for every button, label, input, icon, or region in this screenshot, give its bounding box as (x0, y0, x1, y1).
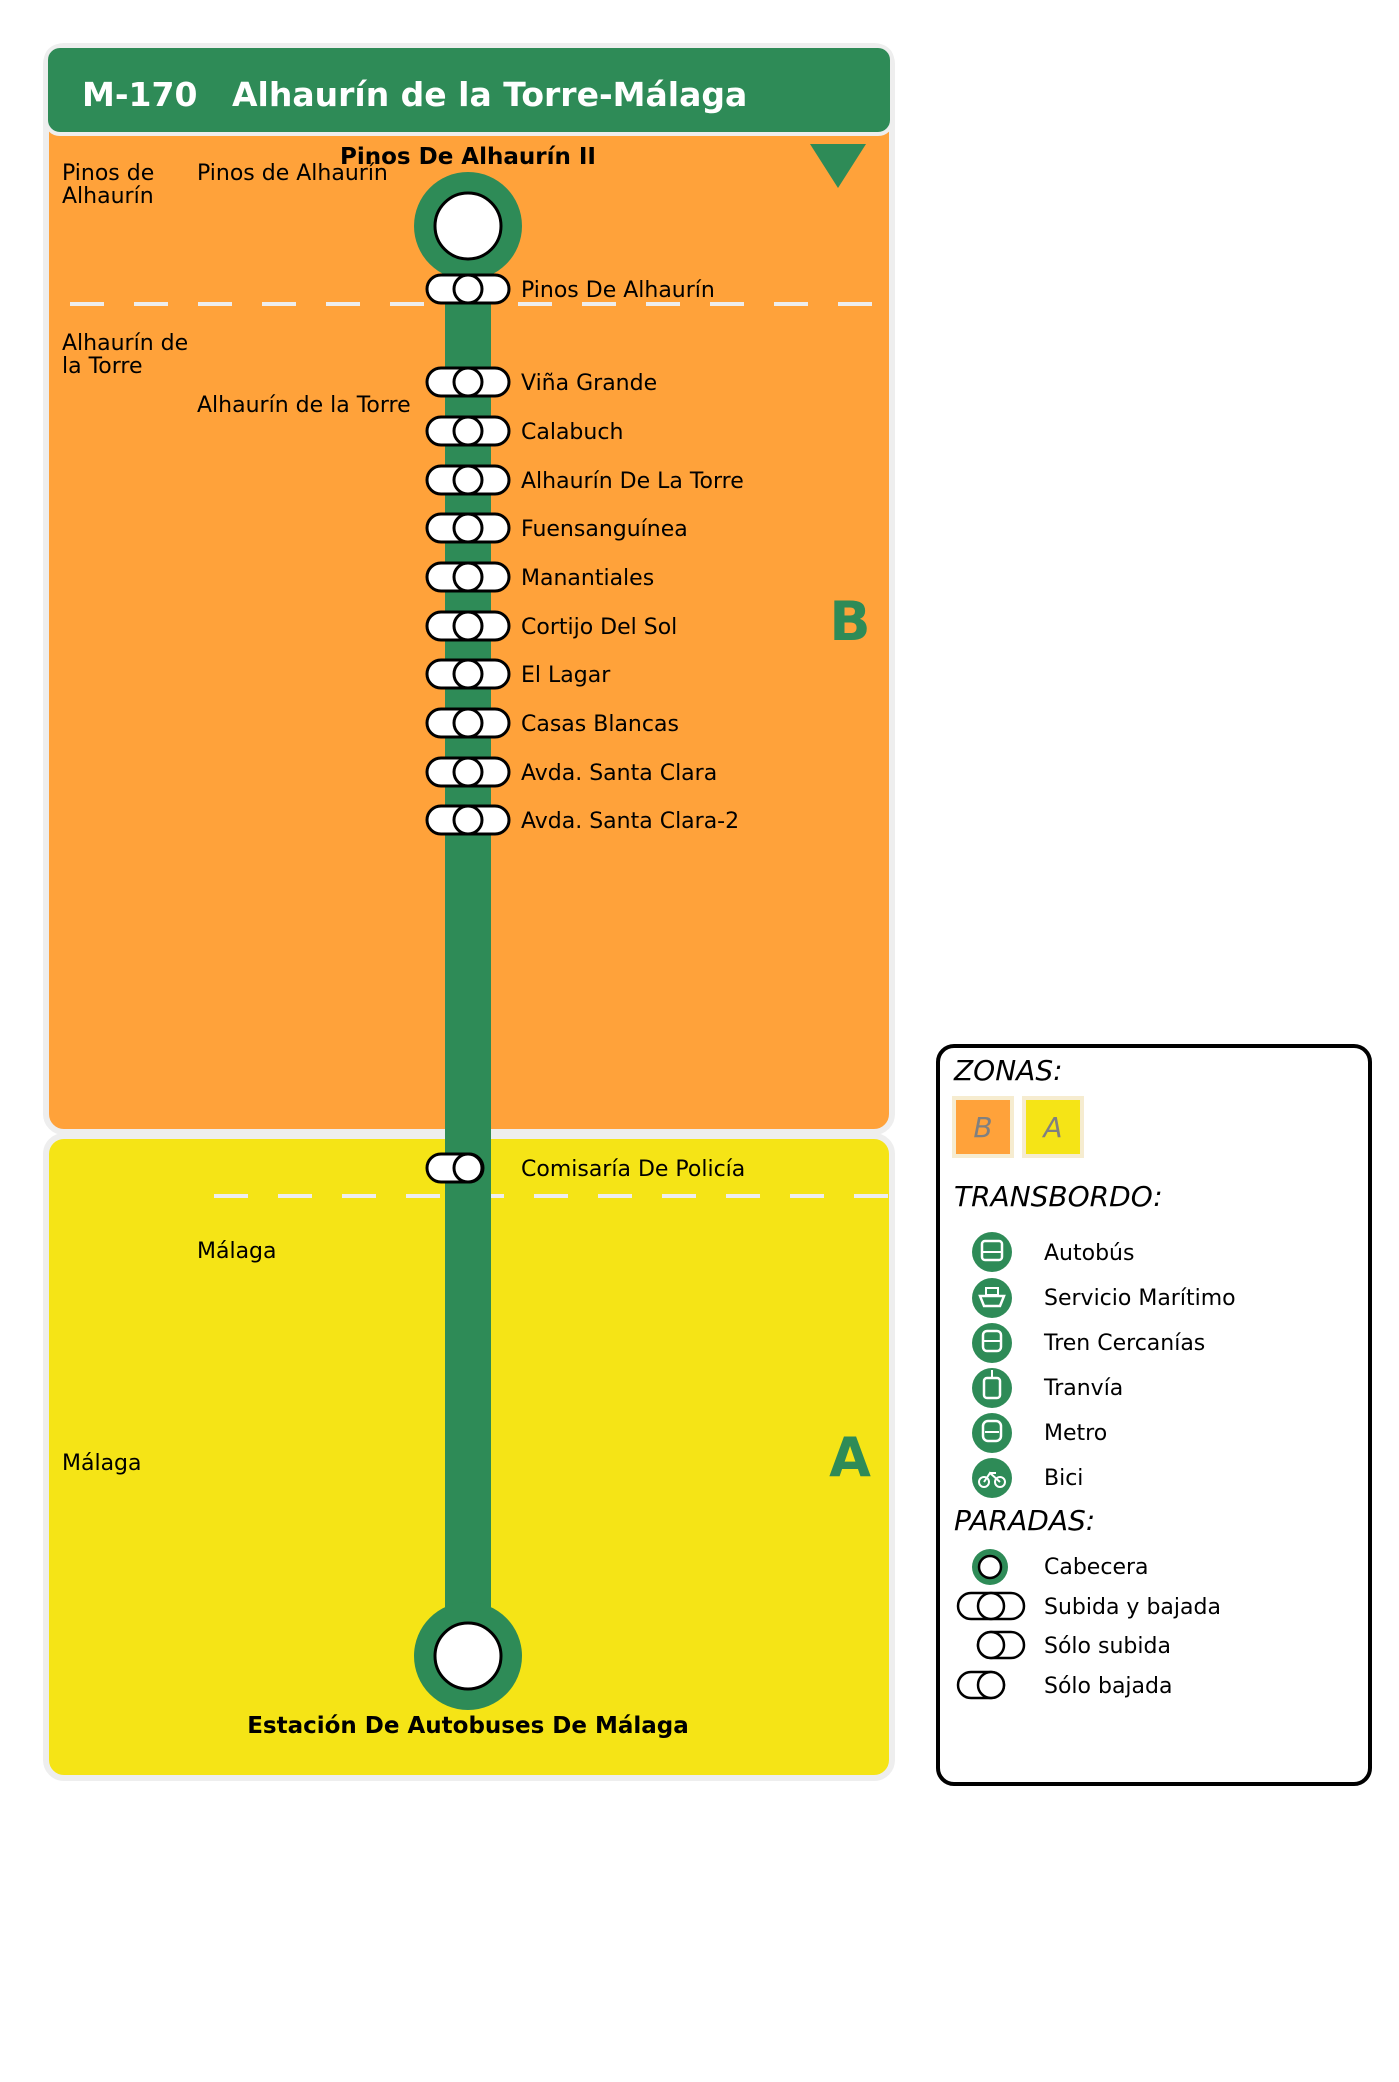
route-name: Alhaurín de la Torre-Málaga (232, 75, 747, 114)
route-header (44, 44, 894, 136)
solo-bajada-stop-icon (956, 1670, 1006, 1700)
locality-label: Alhaurín de la Torre (197, 393, 411, 418)
locality-label: Pinos de Alhaurín (197, 161, 388, 186)
stop (425, 366, 511, 398)
bike-icon (972, 1458, 1012, 1498)
stop (425, 707, 511, 739)
legend-paradas-label: Sólo bajada (1044, 1674, 1172, 1699)
tram-icon (972, 1368, 1012, 1408)
stop-name: Cortijo Del Sol (521, 615, 677, 640)
locality-label: Málaga (197, 1239, 277, 1264)
metro-icon (972, 1413, 1012, 1453)
stop-name: El Lagar (521, 663, 611, 688)
legend-transbordo-label: Tranvía (1043, 1376, 1123, 1401)
legend-zone-a-label: A (1041, 1111, 1062, 1144)
subida-bajada-stop-icon (956, 1591, 1026, 1621)
legend-zonas-title: ZONAS: (953, 1054, 1063, 1087)
legend-transbordo-label: Autobús (1044, 1241, 1134, 1266)
terminal-stop-start (414, 172, 522, 280)
ferry-icon (972, 1278, 1012, 1318)
legend-zone-b-swatch (952, 1096, 1014, 1158)
stop-name: Manantiales (521, 566, 654, 591)
legend-transbordo-label: Metro (1044, 1421, 1107, 1446)
legend-paradas-label: Subida y bajada (1044, 1595, 1221, 1620)
cabecera-stop-icon (972, 1549, 1008, 1585)
route-code: M-170 (82, 75, 197, 114)
bus-icon (972, 1232, 1012, 1272)
legend-paradas-label: Sólo subida (1044, 1634, 1171, 1659)
zone-a-label: A (829, 1426, 871, 1489)
legend-transbordo-title: TRANSBORDO: (954, 1180, 1163, 1213)
legend-box (936, 1044, 1372, 1786)
legend-transbordo-label: Servicio Marítimo (1044, 1286, 1236, 1311)
stop (425, 804, 511, 836)
stop-name: Pinos De Alhaurín (521, 278, 715, 303)
direction-down-icon (810, 144, 866, 188)
stop (425, 756, 511, 788)
stop (425, 512, 511, 544)
stop-name: Comisaría De Policía (521, 1157, 745, 1182)
stop-solo-bajada (425, 1152, 485, 1184)
stop (425, 658, 511, 690)
stop (425, 464, 511, 496)
terminal-stop-name: Pinos De Alhaurín II (340, 144, 596, 170)
stop (425, 273, 511, 305)
stop (425, 610, 511, 642)
stop-name: Casas Blancas (521, 712, 679, 737)
zone-b-label: B (829, 590, 870, 653)
legend-paradas-title: PARADAS: (954, 1504, 1095, 1537)
stop-name: Avda. Santa Clara-2 (521, 809, 739, 834)
legend-zone-b-label: B (973, 1111, 992, 1144)
stop-name: Alhaurín De La Torre (521, 469, 744, 494)
solo-subida-stop-icon (976, 1630, 1026, 1660)
train-icon (972, 1323, 1012, 1363)
stop-name: Viña Grande (521, 371, 657, 396)
municipality-label: Málaga (62, 1451, 142, 1476)
legend-transbordo-label: Tren Cercanías (1043, 1331, 1205, 1356)
stop-name: Fuensanguínea (521, 517, 688, 542)
legend-zone-a-swatch (1022, 1096, 1084, 1158)
stop (425, 415, 511, 447)
stop-name: Calabuch (521, 420, 623, 445)
terminal-stop-name: Estación De Autobuses De Málaga (247, 1713, 689, 1739)
legend-transbordo-label: Bici (1044, 1466, 1083, 1491)
legend-paradas-label: Cabecera (1044, 1555, 1149, 1580)
terminal-stop-end (414, 1602, 522, 1710)
stop (425, 561, 511, 593)
stop-name: Avda. Santa Clara (521, 761, 717, 786)
